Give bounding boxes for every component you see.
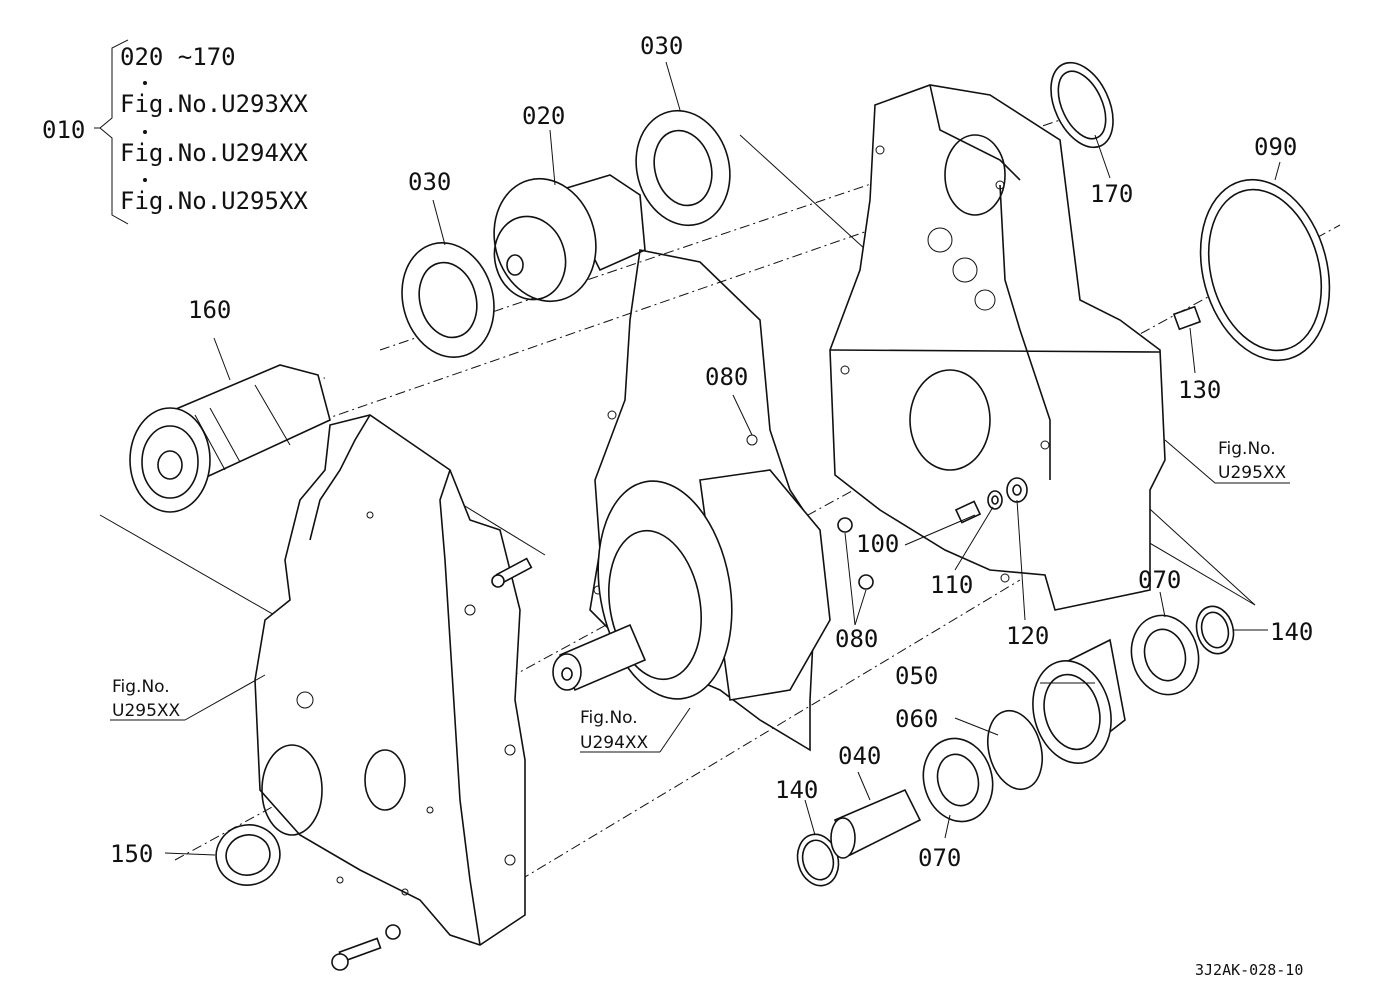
- ref-left-line2: U295XX: [112, 701, 181, 721]
- ref-middle-line2: U294XX: [580, 733, 649, 753]
- callout-140-right: 140: [1270, 618, 1313, 646]
- callout-070-upper: 070: [1138, 566, 1181, 594]
- part-110-washer: [987, 490, 1003, 510]
- legend-bracket: 010 020 ~170 Fig.No.U293XX Fig.No.U294XX…: [42, 39, 308, 225]
- callout-080-bottom: 080: [835, 625, 878, 653]
- callout-060: 060: [895, 705, 938, 733]
- part-150-seal: [215, 824, 281, 886]
- left-cover-bolts: [331, 557, 533, 971]
- ref-left-line1: Fig.No.: [112, 677, 170, 697]
- drawing-code: 3J2AK-028-10: [1195, 961, 1303, 979]
- part-160-clutch-pack: [129, 364, 331, 513]
- part-040-shaft: [830, 788, 922, 859]
- callout-140-left: 140: [775, 776, 818, 804]
- left-housing-cover: [254, 414, 526, 946]
- callout-150: 150: [110, 840, 153, 868]
- figure-references: Fig.No. U295XX Fig.No. U294XX Fig.No. U2…: [112, 439, 1287, 753]
- part-070-bearing-lower: [922, 737, 994, 823]
- part-060-snap-ring: [987, 709, 1043, 791]
- ref-right-line1: Fig.No.: [1218, 439, 1276, 459]
- callout-120: 120: [1006, 622, 1049, 650]
- part-030-bearing-left: [401, 241, 495, 359]
- callout-080-top: 080: [705, 363, 748, 391]
- callout-100: 100: [856, 530, 899, 558]
- callout-170: 170: [1090, 180, 1133, 208]
- ref-right-line2: U295XX: [1218, 463, 1287, 483]
- callout-130: 130: [1178, 376, 1221, 404]
- ref-middle-line1: Fig.No.: [580, 708, 638, 728]
- part-080-dowels: [837, 517, 874, 590]
- part-070-bearing-upper: [1130, 614, 1200, 696]
- part-140-snap-ring-right: [1195, 605, 1235, 655]
- legend-item-fig-u294: Fig.No.U294XX: [120, 139, 308, 167]
- legend-item-fig-u293: Fig.No.U293XX: [120, 90, 308, 118]
- legend-item-fig-u295: Fig.No.U295XX: [120, 187, 308, 215]
- callout-040: 040: [838, 742, 881, 770]
- part-090-cover-plate: [1199, 178, 1331, 362]
- right-housing: [829, 84, 1166, 611]
- part-100-bolt: [954, 500, 982, 524]
- callout-030-left: 030: [408, 168, 451, 196]
- part-020-gear: [493, 174, 646, 303]
- mid-gear-assembly: [552, 469, 831, 701]
- callout-030-right: 030: [640, 32, 683, 60]
- part-170-seal: [1050, 61, 1114, 149]
- part-030-bearing-right: [635, 109, 731, 227]
- legend-item-range: 020 ~170: [120, 43, 236, 71]
- callout-070-lower: 070: [918, 844, 961, 872]
- callout-090: 090: [1254, 133, 1297, 161]
- legend-group-label: 010: [42, 116, 85, 144]
- part-120-washer: [1006, 477, 1028, 503]
- callouts: 160 030 030 020 170 090 130 080 100 110 …: [110, 32, 1313, 872]
- part-050-gear: [1032, 638, 1126, 764]
- callout-110: 110: [930, 571, 973, 599]
- callout-050: 050: [895, 662, 938, 690]
- part-130-plug: [1172, 305, 1202, 331]
- leader-lines: [110, 61, 1290, 856]
- callout-160: 160: [188, 296, 231, 324]
- callout-020: 020: [522, 102, 565, 130]
